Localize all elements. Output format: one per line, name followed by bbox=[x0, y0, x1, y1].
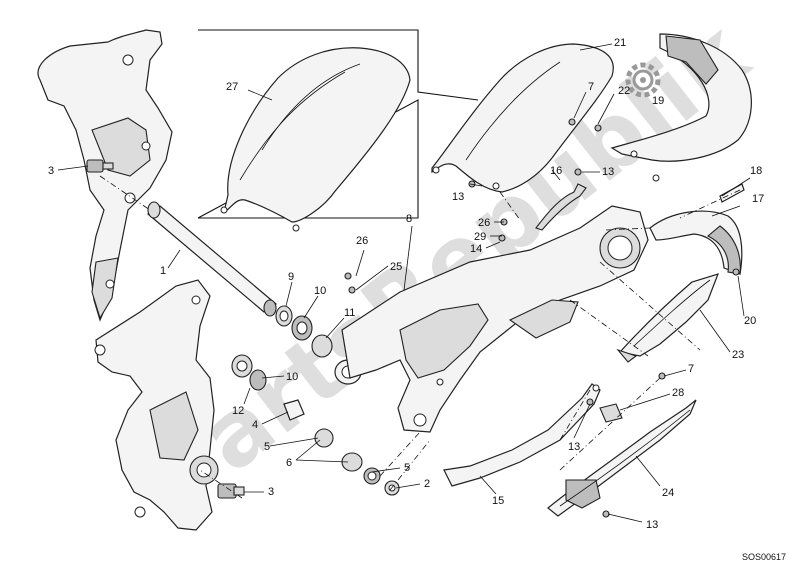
callout-26: 26 bbox=[478, 217, 490, 229]
drawing-code: SOS00617 bbox=[742, 552, 786, 562]
callout-3: 3 bbox=[268, 486, 274, 498]
callout-10: 10 bbox=[286, 371, 298, 383]
callout-20: 20 bbox=[744, 315, 756, 327]
callout-15: 15 bbox=[492, 495, 504, 507]
callout-11: 11 bbox=[344, 307, 355, 319]
callouts: 3 1 3 4 5 6 5 2 12 10 9 10 11 8 26 25 27… bbox=[48, 37, 764, 531]
swingarm-8 bbox=[341, 205, 649, 433]
screws bbox=[344, 118, 745, 518]
gear-icon bbox=[625, 62, 661, 98]
chain-guard-23 bbox=[616, 273, 720, 363]
lower-frame-bracket bbox=[94, 279, 219, 531]
label-28 bbox=[599, 403, 623, 423]
inset-fender-27 bbox=[223, 47, 411, 223]
callout-19: 19 bbox=[652, 95, 664, 107]
callout-5: 5 bbox=[404, 462, 410, 474]
callout-29: 29 bbox=[474, 231, 486, 243]
callout-6: 6 bbox=[286, 457, 292, 469]
callout-1: 1 bbox=[160, 265, 166, 277]
pivot-shaft-1 bbox=[147, 201, 277, 317]
assembly-lines bbox=[99, 175, 741, 499]
upper-frame-bracket bbox=[37, 29, 173, 322]
callout-18: 18 bbox=[750, 165, 762, 177]
callout-12: 12 bbox=[232, 405, 244, 417]
callout-25: 25 bbox=[390, 261, 402, 273]
cover-19 bbox=[610, 33, 752, 182]
bolt-3-lower bbox=[217, 483, 245, 499]
callout-17: 17 bbox=[752, 193, 764, 205]
callout-5: 5 bbox=[264, 441, 270, 453]
inset-box bbox=[197, 29, 479, 232]
callout-13: 13 bbox=[568, 441, 580, 453]
callout-2: 2 bbox=[424, 478, 430, 490]
chain-guide-24 bbox=[547, 399, 697, 517]
callout-28: 28 bbox=[672, 387, 684, 399]
callout-4: 4 bbox=[252, 419, 258, 431]
callout-13: 13 bbox=[452, 191, 464, 203]
callout-14: 14 bbox=[470, 243, 482, 255]
callout-13: 13 bbox=[602, 166, 614, 178]
leader-lines bbox=[57, 43, 751, 523]
callout-21: 21 bbox=[614, 37, 626, 49]
callout-27: 27 bbox=[226, 81, 238, 93]
bearing-stack-lower bbox=[231, 354, 400, 496]
callout-26: 26 bbox=[356, 235, 368, 247]
callout-23: 23 bbox=[732, 349, 744, 361]
rear-fender-21 bbox=[431, 43, 614, 193]
fender-mount-hole bbox=[220, 206, 228, 214]
fender-mount-hole bbox=[292, 224, 300, 232]
callout-7: 7 bbox=[688, 363, 694, 375]
chain-slider-15 bbox=[443, 383, 601, 487]
callout-3: 3 bbox=[48, 165, 54, 177]
callout-8: 8 bbox=[406, 213, 412, 225]
callout-13: 13 bbox=[646, 519, 658, 531]
callout-16: 16 bbox=[550, 165, 562, 177]
callout-24: 24 bbox=[662, 487, 674, 499]
callout-10: 10 bbox=[314, 285, 326, 297]
callout-7: 7 bbox=[588, 81, 594, 93]
callout-22: 22 bbox=[618, 85, 630, 97]
chain-guard-17 bbox=[649, 210, 743, 275]
callout-9: 9 bbox=[288, 271, 294, 283]
